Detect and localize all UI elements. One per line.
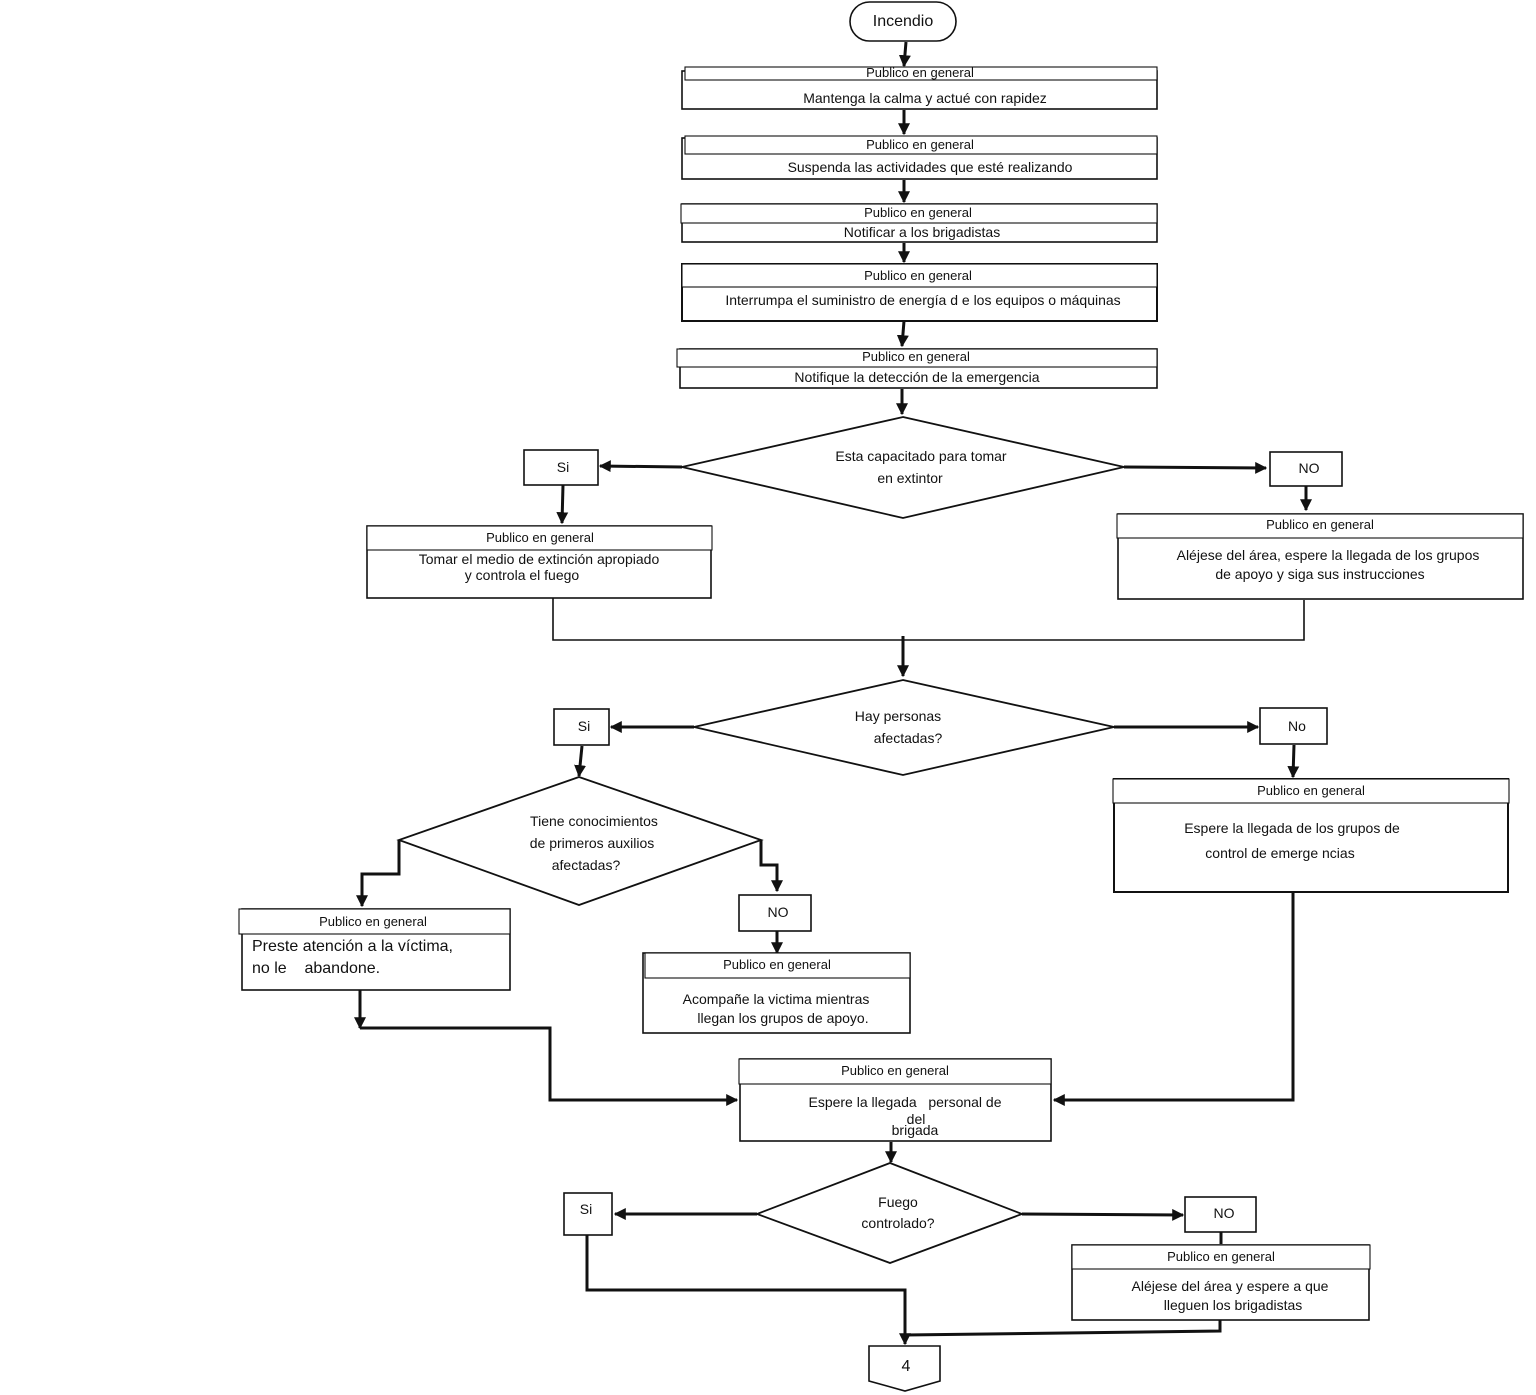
yes-label-text: Si (557, 459, 569, 475)
leave-area-header: Publico en general (1167, 1249, 1275, 1264)
step-box-4: Publico en general Interrumpa el suminis… (681, 263, 1158, 322)
yes-label-text: Si (578, 718, 590, 734)
decision-4-no-label: NO (1184, 1196, 1257, 1233)
step-box-attend-victim: Publico en general Preste atención a la … (238, 908, 511, 991)
decision-1-line-2: en extintor (877, 470, 943, 486)
step-box-wait-brigade: Publico en general Espere la llegada per… (738, 1058, 1052, 1142)
decision-2-line-1: Hay personas (855, 708, 941, 724)
step-box-evacuate: Publico en general Aléjese del área, esp… (1116, 513, 1524, 600)
step-box-wait-control: Publico en general Espere la llegada de … (1112, 778, 1510, 893)
wait-control-header: Publico en general (1257, 783, 1365, 798)
step-box-leave-area: Publico en general Aléjese del área y es… (1071, 1244, 1371, 1321)
extinguish-text-2: y controla el fuego (465, 567, 580, 583)
leave-area-text-1: Aléjese del área y espere a que (1132, 1278, 1329, 1294)
arrow-d1-yes (598, 460, 683, 473)
start-terminal: Incendio (849, 1, 957, 42)
step-2-header: Publico en general (866, 137, 974, 152)
arrow-d4-no (1021, 1208, 1185, 1221)
arrow-yes-to-connector (585, 1235, 911, 1346)
step-1-text: Mantenga la calma y actué con rapidez (803, 90, 1047, 106)
attend-victim-header: Publico en general (319, 914, 427, 929)
wait-control-text-2: control de emerge ncias (1205, 845, 1354, 861)
off-page-connector: 4 (868, 1345, 941, 1392)
no-label-text: NO (1214, 1205, 1235, 1221)
wait-brigade-header: Publico en general (841, 1063, 949, 1078)
decision-1-line-1: Esta capacitado para tomar (835, 448, 1007, 464)
yes-label-text: Si (580, 1201, 592, 1217)
decision-2-no-label: No (1259, 707, 1328, 745)
accompany-text-1: Acompañe la victima mientras (683, 991, 870, 1007)
extinguish-header: Publico en general (486, 530, 594, 545)
decision-fire-controlled: Fuego controlado? (754, 1162, 1025, 1264)
decision-4-line-2: controlado? (861, 1215, 934, 1231)
evacuate-header: Publico en general (1266, 517, 1374, 532)
accompany-text-2: llegan los grupos de apoyo. (697, 1010, 868, 1026)
step-box-accompany-victim: Publico en general Acompañe la victima m… (642, 952, 911, 1034)
step-4-text: Interrumpa el suministro de energía d e … (725, 292, 1120, 308)
decision-2-line-2: afectadas? (874, 730, 943, 746)
no-label-text: NO (768, 904, 789, 920)
no-label-text: NO (1299, 460, 1320, 476)
step-box-1: Publico en general Mantenga la calma y a… (681, 65, 1158, 110)
decision-3-no-label: NO (738, 894, 812, 932)
wait-brigade-text-3: brigada (892, 1122, 939, 1138)
decision-3-line-3: afectadas? (552, 857, 621, 873)
step-box-2: Publico en general Suspenda las activida… (681, 135, 1158, 180)
arrow-s4-to-s5 (896, 320, 909, 348)
arrow-d3-no (759, 840, 783, 893)
decision-first-aid: Tiene conocimientos de primeros auxilios… (396, 776, 764, 906)
decision-affected-people: Hay personas afectadas? (693, 679, 1115, 776)
arrow-no-to-connector (904, 1320, 1222, 1337)
merge-line-1 (552, 598, 1305, 641)
arrow-d3-yes (356, 840, 401, 908)
connector-lines (354, 41, 1312, 1346)
evacuate-text-1: Aléjese del área, espere la llegada de l… (1177, 547, 1480, 563)
arrow-d2-yes-to-d3 (574, 745, 587, 778)
leave-area-text-2: lleguen los brigadistas (1164, 1297, 1303, 1313)
decision-extinguisher: Esta capacitado para tomar en extintor (681, 416, 1125, 519)
decision-3-line-2: de primeros auxilios (530, 835, 655, 851)
attend-victim-text-1: Preste atención a la víctima, (252, 938, 453, 955)
no-label-text: No (1288, 718, 1306, 734)
wait-control-text-1: Espere la llegada de los grupos de (1184, 820, 1400, 836)
step-3-text: Notificar a los brigadistas (844, 224, 1000, 240)
decision-1-no-label: NO (1269, 451, 1343, 487)
step-4-header: Publico en general (864, 268, 972, 283)
step-5-header: Publico en general (862, 349, 970, 364)
connector-label: 4 (902, 1358, 911, 1375)
decision-4-yes-label: Si (563, 1192, 613, 1236)
step-box-5: Publico en general Notifique la detecció… (676, 348, 1158, 389)
arrow-to-merge-box-left (360, 1026, 739, 1106)
evacuate-text-2: de apoyo y siga sus instrucciones (1215, 566, 1424, 582)
decision-1-yes-label: Si (523, 449, 599, 486)
arrow-d1-no (1123, 461, 1268, 474)
arrow-start-to-s1 (898, 41, 911, 68)
arrow-d1-yes-box (556, 484, 569, 525)
step-3-header: Publico en general (864, 205, 972, 220)
step-5-text: Notifique la detección de la emergencia (794, 369, 1039, 385)
arrow-to-merge-box-right (1052, 892, 1295, 1106)
step-box-extinguish: Publico en general Tomar el medio de ext… (366, 525, 713, 599)
start-label: Incendio (873, 13, 934, 30)
decision-2-yes-label: Si (553, 708, 610, 746)
decision-3-line-1: Tiene conocimientos (530, 813, 658, 829)
decision-4-line-1: Fuego (878, 1194, 918, 1210)
arrow-d2-no-box (1287, 744, 1300, 779)
wait-brigade-text-1: Espere la llegada personal de (808, 1094, 1001, 1110)
step-box-3: Publico en general Notificar a los briga… (680, 203, 1158, 243)
extinguish-text-1: Tomar el medio de extinción apropiado (419, 551, 660, 567)
attend-victim-text-2: no le abandone. (252, 960, 380, 977)
step-2-text: Suspenda las actividades que esté realiz… (788, 159, 1073, 175)
step-1-header: Publico en general (866, 65, 974, 80)
accompany-header: Publico en general (723, 957, 831, 972)
wait-brigade-text-2: del (907, 1111, 926, 1127)
